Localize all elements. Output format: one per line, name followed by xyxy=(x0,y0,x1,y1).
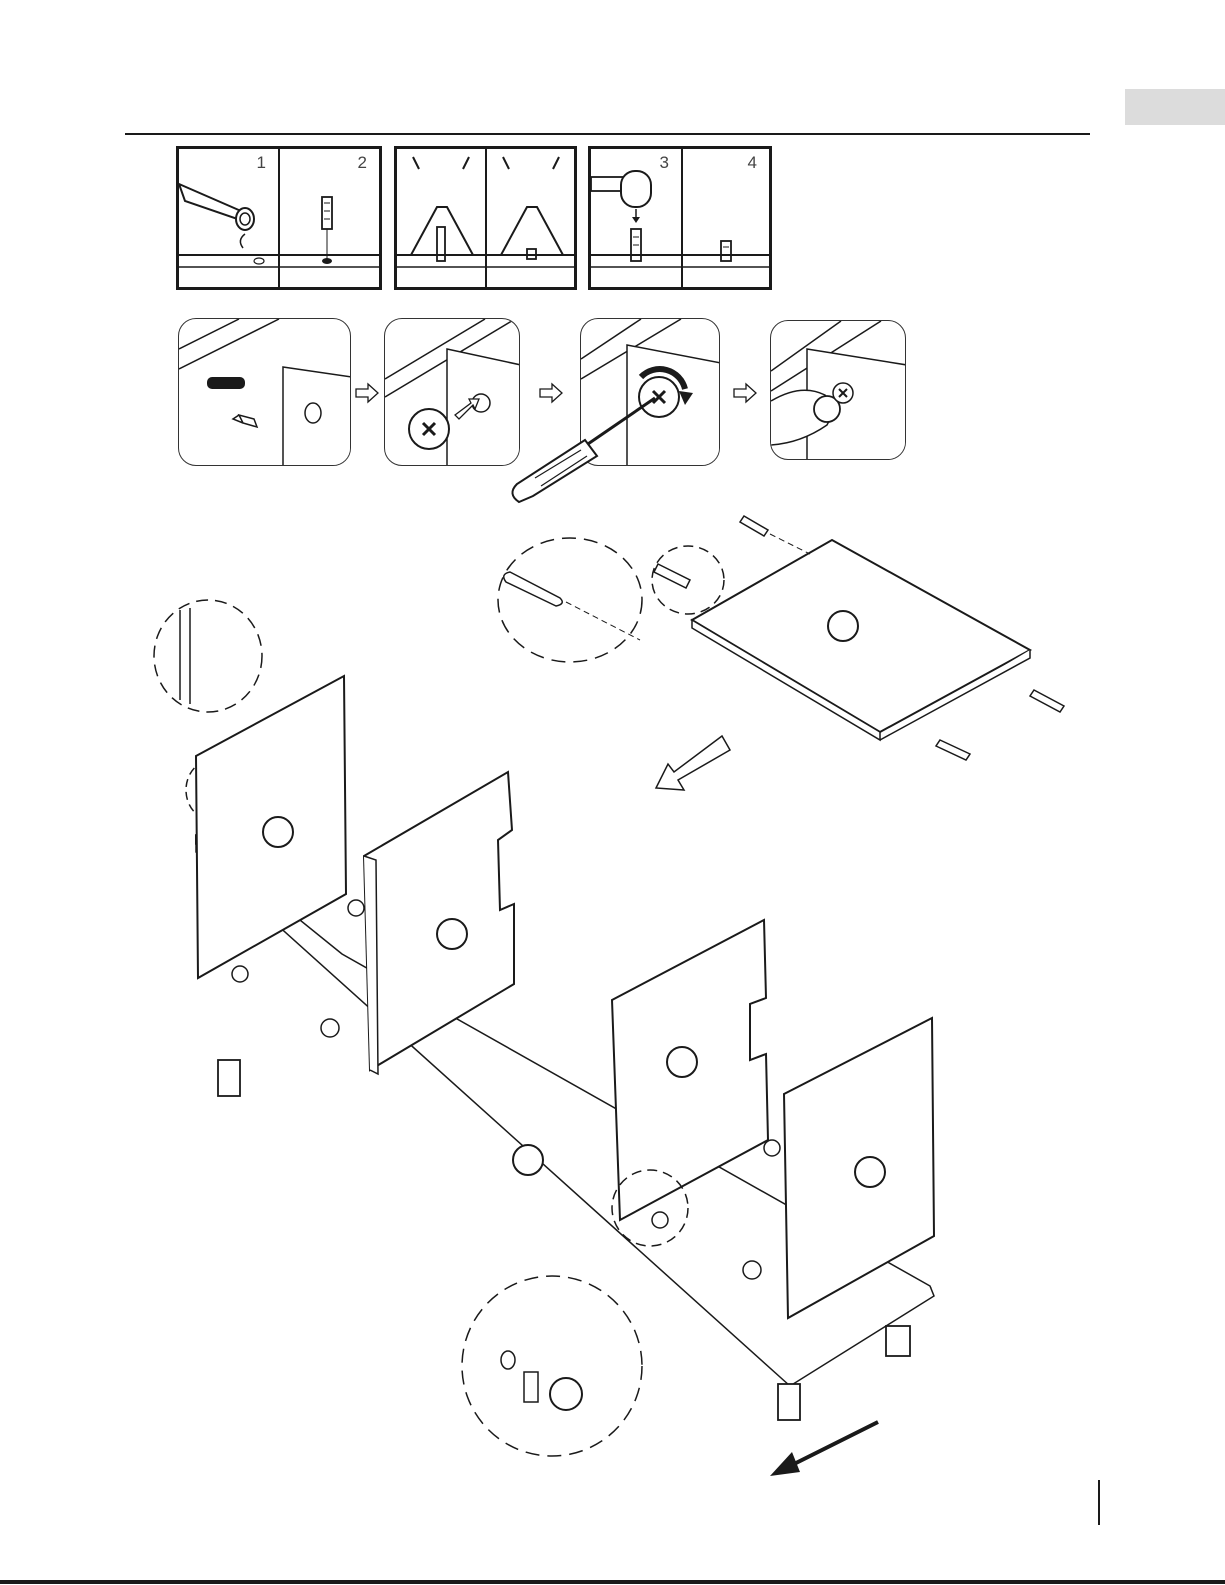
screwdriver-icon xyxy=(505,390,685,510)
part-label-circle xyxy=(667,1047,697,1077)
dowel-icon xyxy=(487,149,574,287)
dowel-step-4: 4 xyxy=(683,149,769,287)
cam-step-1 xyxy=(178,318,351,466)
arrow-icon xyxy=(356,384,380,402)
part-label-circle xyxy=(513,1145,543,1175)
section-tab xyxy=(1125,89,1225,125)
cap-icon xyxy=(771,321,906,460)
dowel-steps-frame-b xyxy=(394,146,577,290)
leg xyxy=(218,1060,240,1096)
part-label-circle xyxy=(263,817,293,847)
assembly-drawing xyxy=(0,500,1225,1500)
dowel-step-3: 3 xyxy=(591,149,683,287)
top-panel xyxy=(692,540,1030,732)
footer-rule xyxy=(0,1580,1225,1584)
part-label-circle xyxy=(828,611,858,641)
cam-lock-icon xyxy=(550,1378,582,1410)
cam-bolt-icon xyxy=(179,319,351,466)
leg xyxy=(886,1326,910,1356)
dowel-icon xyxy=(683,149,769,287)
cam-lock-icon xyxy=(385,319,520,466)
arrow-icon xyxy=(734,384,758,402)
divider-panel-1 xyxy=(364,772,514,1070)
dowel-step-2: 2 xyxy=(280,149,379,287)
dowel-steps-frame-a: 1 2 xyxy=(176,146,382,290)
dowel-step-1: 1 xyxy=(179,149,280,287)
arrow-icon xyxy=(770,1452,800,1476)
dowel-icon xyxy=(280,149,379,287)
dowel-icon xyxy=(397,149,487,287)
header-rule xyxy=(125,133,1090,135)
leg xyxy=(778,1384,800,1420)
part-label-circle xyxy=(437,919,467,949)
hammer-icon xyxy=(591,149,683,287)
dowel-glue-spread-a xyxy=(397,149,487,287)
dowel-steps-frame-c: 3 4 xyxy=(588,146,772,290)
dowel-glue-spread-b xyxy=(487,149,574,287)
cam-step-4 xyxy=(770,320,906,460)
cam-step-2 xyxy=(384,318,520,466)
arrow-icon xyxy=(656,736,730,790)
glue-bottle-icon xyxy=(179,149,280,287)
part-label-circle xyxy=(855,1157,885,1187)
